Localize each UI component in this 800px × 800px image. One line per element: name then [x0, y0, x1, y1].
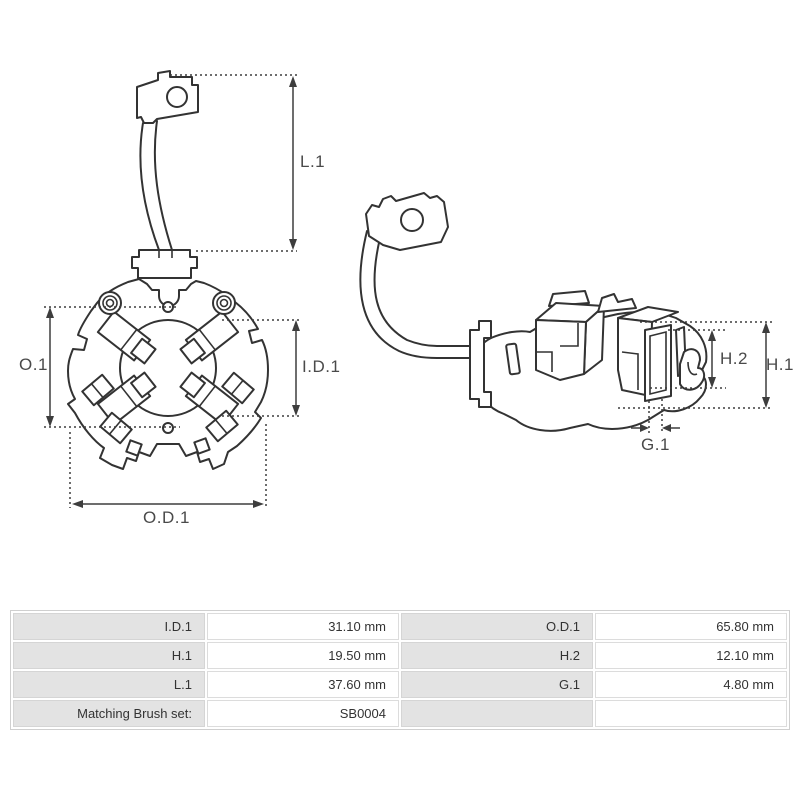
rim-tab: [125, 439, 143, 457]
table-row: I.D.1 31.10 mm O.D.1 65.80 mm: [13, 613, 787, 640]
brush-holder-front: [67, 278, 269, 470]
pilot-hole: [162, 301, 174, 313]
spec-table: I.D.1 31.10 mm O.D.1 65.80 mm H.1 19.50 …: [10, 610, 790, 730]
dim-label-g1: G.1: [641, 435, 670, 454]
screw-icon: [98, 291, 122, 315]
brush-face: [644, 324, 672, 402]
table-row: Matching Brush set: SB0004: [13, 700, 787, 727]
brush-box-3d: [597, 293, 706, 402]
diagram-area: L.1 O.1 I.D.1 O.D.1 H.2 H.1 G.1: [19, 70, 794, 527]
bracket-hole: [166, 86, 188, 108]
base-slot: [505, 342, 521, 376]
side-view-drawing: [359, 192, 708, 432]
wire-socket-block: [131, 249, 198, 279]
spec-label: I.D.1: [13, 613, 205, 640]
terminal-bracket: [136, 70, 199, 124]
dimension-lines: [44, 74, 772, 508]
spec-value: 31.10 mm: [207, 613, 399, 640]
rim-tab: [193, 437, 211, 455]
spec-label: Matching Brush set:: [13, 700, 205, 727]
spec-value: 4.80 mm: [595, 671, 787, 698]
spec-label: H.2: [401, 642, 593, 669]
lead-wire: [139, 120, 173, 251]
lead-wire: [359, 230, 473, 359]
front-view-drawing: [67, 70, 269, 470]
terminal-bracket: [365, 192, 449, 251]
spec-label: O.D.1: [401, 613, 593, 640]
spec-value: [595, 700, 787, 727]
pilot-hole: [162, 422, 174, 434]
bracket-hole: [400, 208, 424, 232]
spec-value: 12.10 mm: [595, 642, 787, 669]
dim-label-id1: I.D.1: [302, 357, 341, 376]
spring-hook: [679, 348, 706, 391]
commutator-bore: [119, 319, 217, 417]
brush-box-3d: [535, 290, 605, 381]
table-row: H.1 19.50 mm H.2 12.10 mm: [13, 642, 787, 669]
dim-label-od1: O.D.1: [143, 508, 190, 527]
table-row: L.1 37.60 mm G.1 4.80 mm: [13, 671, 787, 698]
spec-label: L.1: [13, 671, 205, 698]
mounting-flange: [469, 320, 492, 408]
spec-value: 65.80 mm: [595, 613, 787, 640]
dim-label-o1: O.1: [19, 355, 48, 374]
dim-label-l1: L.1: [300, 152, 326, 171]
brush-holder-line-art: [44, 70, 772, 508]
screw-icon: [212, 291, 236, 315]
spec-label: G.1: [401, 671, 593, 698]
spec-label: H.1: [13, 642, 205, 669]
spec-value: 37.60 mm: [207, 671, 399, 698]
spec-value: 19.50 mm: [207, 642, 399, 669]
spec-label: [401, 700, 593, 727]
dim-label-h1: H.1: [766, 355, 794, 374]
dim-label-h2: H.2: [720, 349, 748, 368]
spec-value: SB0004: [207, 700, 399, 727]
